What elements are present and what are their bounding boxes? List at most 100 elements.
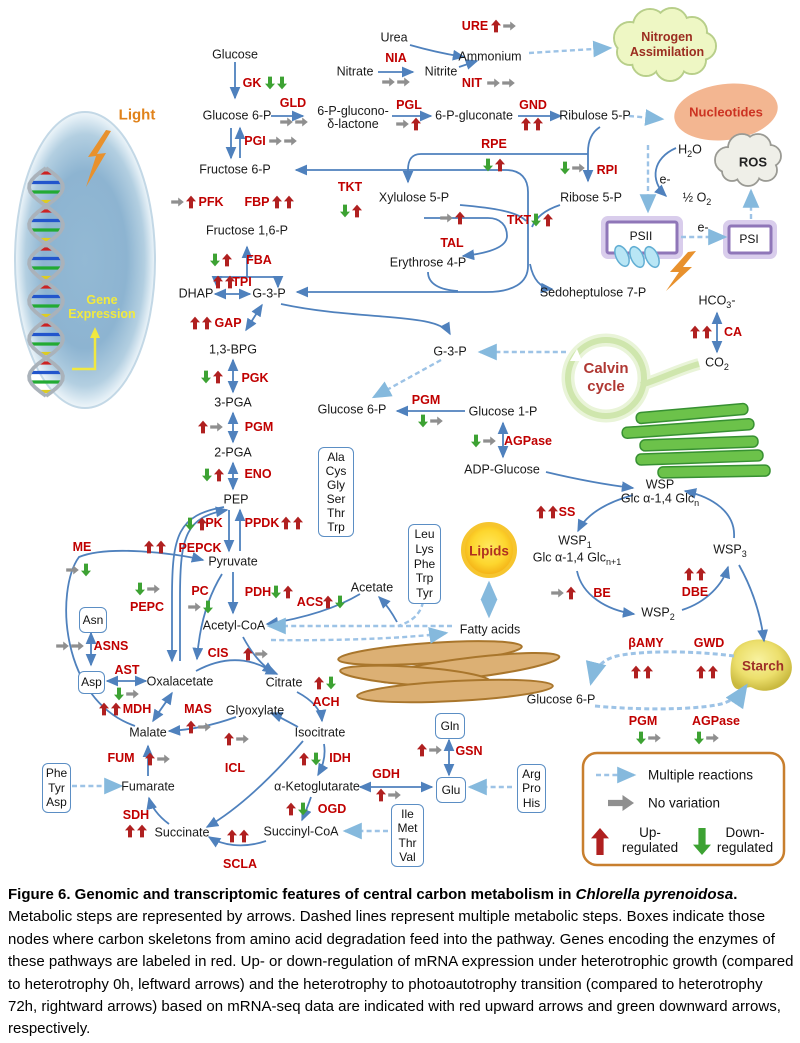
down-arrow-icon: [471, 434, 481, 448]
up-arrow-icon: [190, 316, 200, 330]
enzyme-label: NIT: [461, 76, 483, 90]
up-arrow-icon: [144, 540, 154, 554]
up-arrow-icon: [227, 829, 237, 843]
no-variation-arrow-icon: [551, 588, 564, 598]
metabolite-label: Malate: [129, 725, 167, 740]
solid-arrows: [65, 44, 768, 848]
up-arrow-icon: [417, 743, 427, 757]
psii-label: PSII: [629, 229, 653, 243]
up-arrow-icon: [566, 586, 576, 600]
no-variation-arrow-icon: [126, 689, 139, 699]
light-label: Light: [118, 106, 156, 124]
no-variation-arrow-icon: [502, 78, 515, 88]
enzyme-label: MAS: [184, 702, 212, 716]
metabolite-label: Nitrite: [424, 64, 458, 79]
enzyme-label: TPI: [232, 275, 252, 289]
down-arrow-icon: [311, 752, 321, 766]
down-arrow-icon: [185, 517, 195, 531]
up-arrow-icon: [536, 505, 546, 519]
up-arrow-icon: [125, 824, 135, 838]
up-arrow-icon: [156, 540, 166, 554]
enzyme-label: OGD: [317, 802, 347, 816]
enzyme-label: ASNS: [93, 639, 129, 653]
enzyme-label: ME: [72, 540, 92, 554]
down-arrow-icon: [560, 161, 570, 175]
enzyme-label: URE: [461, 19, 489, 33]
down-arrow-icon: [210, 253, 220, 267]
enzyme-label: ACS: [296, 595, 324, 609]
regulation-arrows: [521, 117, 543, 131]
enzyme-label: FUM: [107, 751, 135, 765]
regulation-arrows: [271, 585, 293, 599]
regulation-arrows: [145, 752, 170, 766]
dashed-arrows: [72, 40, 760, 840]
enzyme-label: NIA: [385, 51, 407, 65]
no-variation-arrow-icon: [388, 790, 401, 800]
up-arrow-icon: [293, 516, 303, 530]
regulation-arrows: [471, 434, 496, 448]
metabolite-label: HCO3-: [698, 293, 736, 310]
up-arrow-icon: [411, 117, 421, 131]
caption-body: Metabolic steps are represented by arrow…: [8, 908, 794, 1038]
up-arrow-icon: [643, 665, 653, 679]
legend-up-arrow-icon: [591, 828, 609, 855]
psi-label: PSI: [739, 232, 759, 246]
enzyme-label: PGK: [241, 371, 269, 385]
metabolite-label: 2-PGA: [214, 445, 252, 460]
regulation-arrows: [201, 370, 223, 384]
metabolite-label: ½ O2: [682, 190, 712, 207]
enzyme-label: PK: [205, 516, 223, 530]
lipids-label: Lipids: [469, 543, 509, 559]
regulation-arrows: [491, 19, 516, 33]
enzyme-label: PGM: [244, 420, 274, 434]
regulation-arrows: [243, 647, 268, 661]
regulation-arrows: [272, 195, 294, 209]
metabolite-label: 3-PGA: [214, 395, 252, 410]
up-arrow-icon: [222, 253, 232, 267]
amino-acid-box: Asn: [79, 607, 107, 633]
amino-acid-box: Asp: [78, 671, 105, 694]
regulation-arrows: [696, 665, 718, 679]
up-arrow-icon: [631, 665, 641, 679]
no-variation-arrow-icon: [487, 78, 500, 88]
metabolite-label: e-: [659, 172, 671, 187]
regulation-arrows: [56, 641, 84, 651]
enzyme-label: GAP: [214, 316, 242, 330]
up-arrow-icon: [696, 665, 706, 679]
metabolite-label: Glyoxylate: [225, 703, 285, 718]
enzyme-label: SCLA: [222, 857, 258, 871]
metabolite-label: Ammonium: [458, 49, 522, 64]
regulation-arrows: [66, 563, 91, 577]
regulation-arrows: [690, 325, 712, 339]
enzyme-label: GND: [519, 98, 547, 112]
enzyme-label: SS: [558, 505, 576, 519]
regulation-arrows: [382, 77, 410, 87]
metabolite-label: Glucose 6-P: [526, 692, 596, 707]
no-variation-arrow-icon: [198, 722, 211, 732]
metabolite-label: ADP-Glucose: [464, 462, 540, 477]
down-arrow-icon: [531, 213, 541, 227]
regulation-arrows: [99, 702, 121, 716]
up-arrow-icon: [533, 117, 543, 131]
regulation-arrows: [186, 720, 211, 734]
metabolite-label: Glucose 6-P: [317, 402, 387, 417]
up-arrow-icon: [198, 420, 208, 434]
enzyme-label: PDH: [244, 585, 272, 599]
regulation-arrows: [224, 732, 249, 746]
no-variation-arrow-icon: [572, 163, 585, 173]
metabolite-label: WSP: [645, 477, 675, 492]
enzyme-label: PEPC: [129, 600, 165, 614]
down-arrow-icon: [335, 595, 345, 609]
nucleotides-label: Nucleotides: [689, 104, 763, 120]
thylakoid-membranes-icon: [614, 244, 660, 269]
up-arrow-icon: [702, 325, 712, 339]
metabolite-label: Fructose 1,6-P: [206, 223, 288, 238]
enzyme-label: TKT: [506, 213, 532, 227]
regulation-arrows: [487, 78, 515, 88]
no-variation-arrow-icon: [430, 416, 443, 426]
no-variation-arrow-icon: [483, 436, 496, 446]
